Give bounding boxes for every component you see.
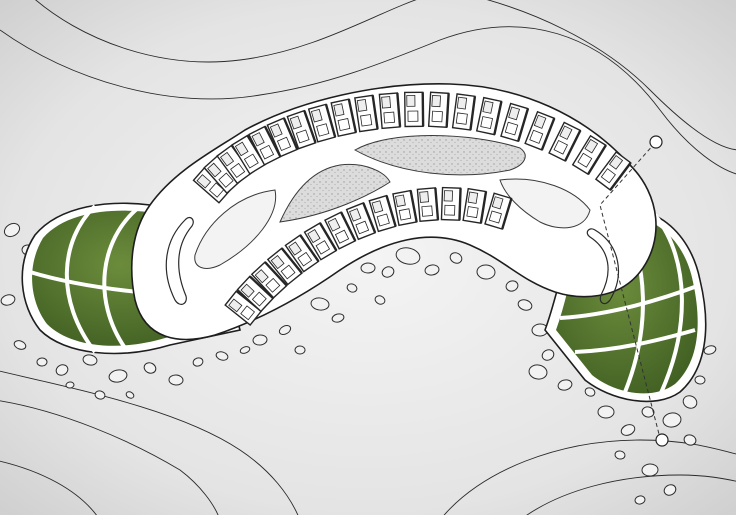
room-module-icon xyxy=(500,102,530,143)
room-module-icon xyxy=(484,192,513,230)
pebble-icon xyxy=(682,395,698,409)
room-module-icon xyxy=(324,211,357,250)
pebble-icon xyxy=(449,252,463,264)
pebble-icon xyxy=(557,379,573,391)
pebble-icon xyxy=(0,294,16,306)
pebble-icon xyxy=(3,222,21,238)
pebble-icon xyxy=(310,297,330,311)
pebble-icon xyxy=(346,283,358,293)
section-line xyxy=(599,135,669,447)
pebble-icon xyxy=(192,357,204,367)
room-module-icon xyxy=(250,261,288,299)
pebble-icon xyxy=(683,434,697,446)
room-module-icon xyxy=(594,150,632,191)
room-module-icon xyxy=(440,186,462,221)
pebble-icon xyxy=(703,345,717,355)
room-module-icon xyxy=(354,94,379,133)
room-module-icon xyxy=(266,247,303,286)
pebble-icon xyxy=(215,351,229,361)
pebble-icon xyxy=(294,345,306,355)
room-module-icon xyxy=(451,93,477,131)
room-module-icon xyxy=(345,202,377,241)
section-marker-icon xyxy=(655,433,669,447)
pebble-icon xyxy=(36,357,48,367)
room-module-icon xyxy=(236,275,275,313)
pebble-icon xyxy=(94,390,106,400)
pebble-icon xyxy=(476,264,496,280)
room-module-icon xyxy=(548,121,582,162)
pebble-icon xyxy=(381,266,395,278)
pebble-icon xyxy=(278,324,292,336)
room-module-icon xyxy=(368,194,397,233)
pebble-icon xyxy=(541,349,555,361)
pebble-icon xyxy=(55,364,69,376)
room-module-icon xyxy=(284,234,320,273)
inner-room-modules xyxy=(224,186,513,327)
pebble-icon xyxy=(13,340,27,350)
pebble-icon xyxy=(584,387,596,397)
pebble-icon xyxy=(65,381,75,389)
room-module-icon xyxy=(286,109,317,150)
pebble-icon xyxy=(634,495,646,505)
pebble-icon xyxy=(252,334,268,346)
pebble-icon xyxy=(620,424,636,436)
pebble-icon xyxy=(143,362,157,374)
pebble-icon xyxy=(331,313,345,323)
room-module-icon xyxy=(303,222,338,261)
pebble-icons xyxy=(0,222,717,505)
pebble-icon xyxy=(528,364,548,380)
room-module-icon xyxy=(247,125,282,166)
pebble-icon xyxy=(168,374,184,386)
pebble-icon xyxy=(424,264,440,276)
pebble-icon xyxy=(395,247,421,265)
pebble-icon xyxy=(663,484,677,496)
pebble-icon xyxy=(82,354,98,366)
room-module-icon xyxy=(524,110,556,151)
pebble-icon xyxy=(641,463,659,477)
room-module-icon xyxy=(416,187,440,223)
interior-courtyards xyxy=(194,135,591,269)
room-module-icon xyxy=(266,117,299,158)
room-module-icon xyxy=(462,187,488,224)
pebble-icon xyxy=(694,375,706,385)
pebble-icon xyxy=(125,391,135,399)
pebble-icon xyxy=(641,406,655,418)
room-module-icon xyxy=(378,92,402,130)
pebble-icon xyxy=(614,450,626,460)
room-module-icon xyxy=(571,134,607,176)
pebble-icon xyxy=(517,299,533,311)
pebble-icon xyxy=(597,405,615,419)
bench-curves xyxy=(165,216,619,305)
pebble-icon xyxy=(239,346,251,354)
section-marker-icon xyxy=(649,135,663,149)
room-module-icon xyxy=(475,96,503,136)
room-module-icon xyxy=(404,91,425,128)
pebble-icon xyxy=(662,412,682,428)
outer-room-modules xyxy=(192,91,632,204)
room-module-icon xyxy=(392,189,418,227)
room-module-icon xyxy=(330,98,358,137)
pebble-icon xyxy=(505,280,519,292)
pebble-icon xyxy=(374,295,386,305)
pebble-icon xyxy=(108,369,128,383)
room-module-icon xyxy=(427,91,450,129)
pebble-icon xyxy=(360,262,376,274)
room-module-icon xyxy=(307,103,337,143)
